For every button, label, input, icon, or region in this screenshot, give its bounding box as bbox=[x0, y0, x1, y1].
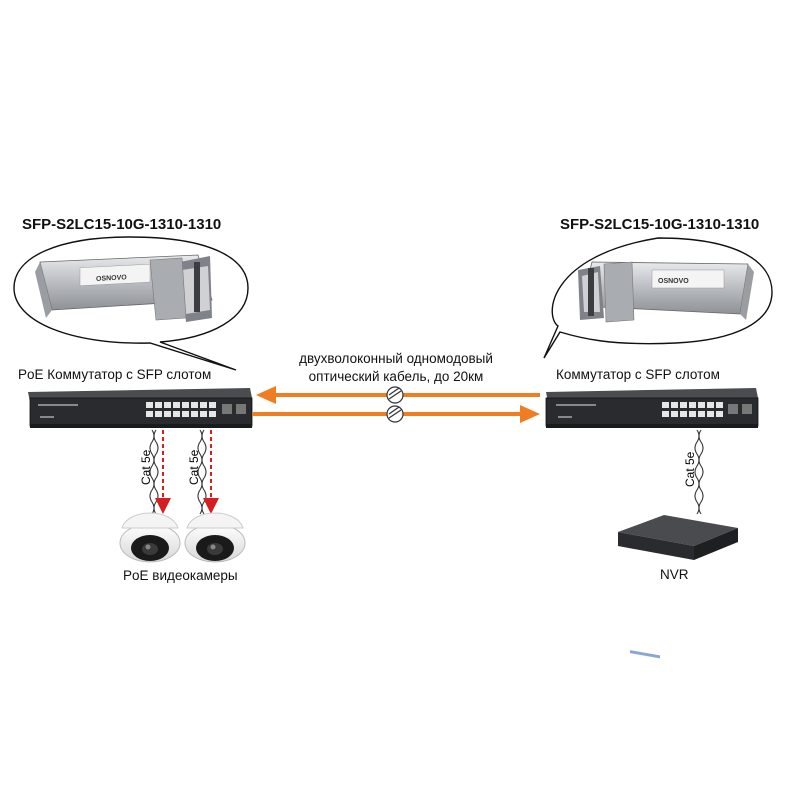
fiber-link-caption-line2: оптический кабель, до 20км bbox=[308, 369, 484, 384]
right-cat5e-cable bbox=[694, 429, 704, 515]
right-sfp-brand: OSNOVO bbox=[658, 278, 689, 285]
left-switch-label: PoE Коммутатор с SFP слотом bbox=[18, 367, 212, 382]
cameras-label: PoE видеокамеры bbox=[123, 568, 238, 583]
fiber-arrows bbox=[252, 386, 540, 423]
left-sfp-brand: OSNOVO bbox=[96, 274, 127, 283]
right-sfp-module: OSNOVO bbox=[578, 261, 754, 323]
right-module-title: SFP-S2LC15-10G-1310-1310 bbox=[560, 216, 760, 233]
right-switch-label: Коммутатор с SFP слотом bbox=[556, 367, 720, 382]
dome-camera-2 bbox=[184, 512, 246, 563]
left-module-title: SFP-S2LC15-10G-1310-1310 bbox=[22, 216, 222, 233]
right-switch bbox=[545, 388, 759, 428]
left-cable-label-2: Cat 5e bbox=[187, 449, 201, 485]
left-cable-label-1: Cat 5e bbox=[139, 449, 153, 485]
left-switch bbox=[28, 388, 253, 428]
poe-arrows bbox=[155, 430, 219, 514]
fiber-link-caption: двухволоконный одномодовый оптический ка… bbox=[268, 350, 524, 386]
left-sfp-module: OSNOVO bbox=[35, 254, 213, 322]
fiber-break-symbols bbox=[386, 386, 404, 423]
fiber-link-caption-line1: двухволоконный одномодовый bbox=[299, 351, 493, 366]
right-cable-label: Cat 5e bbox=[683, 451, 697, 487]
nvr-device bbox=[618, 515, 738, 659]
nvr-label: NVR bbox=[660, 567, 689, 582]
dome-camera-1 bbox=[119, 512, 181, 563]
